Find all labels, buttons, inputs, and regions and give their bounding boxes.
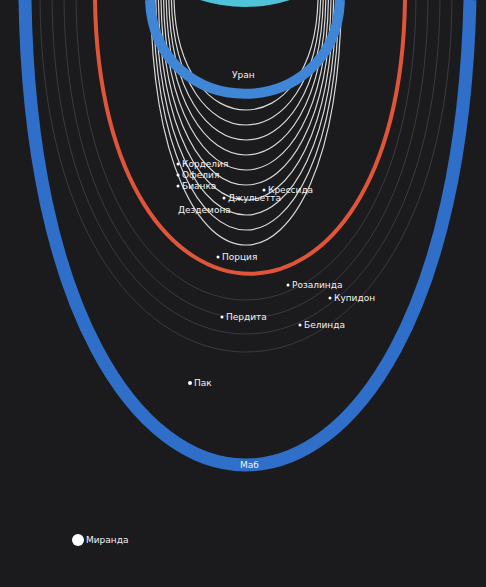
ring-arc (171, 0, 320, 125)
moon-dot (177, 174, 180, 177)
moon-dot (223, 197, 226, 200)
ring-arc (158, 0, 333, 200)
outer-blue-ring (25, 0, 470, 465)
moon-label: Пак (194, 378, 212, 389)
moon-label: Корделия (182, 159, 228, 170)
moon-dot (299, 324, 302, 327)
moon-label: Порция (222, 252, 257, 263)
moon-label: Офелия (182, 170, 219, 181)
orbit-arc (40, 0, 452, 352)
ring-arc (169, 0, 323, 140)
moon-dot (221, 316, 224, 319)
moon-dot (263, 189, 266, 192)
moon-dot (217, 256, 220, 259)
moon-dot (287, 284, 290, 287)
moon-dot (188, 381, 192, 385)
ring-arc (164, 0, 329, 170)
inner-rings (151, 0, 342, 245)
moon-dot (72, 534, 84, 546)
moon-label: Пердита (226, 312, 267, 323)
orbit-arc (52, 0, 440, 334)
ring-arc (151, 0, 342, 245)
moon-label: Миранда (86, 535, 128, 546)
moon-label: Розалинда (292, 280, 342, 291)
moon-label: Белинда (304, 320, 345, 331)
red-ring (95, 0, 405, 274)
moon-dot (177, 185, 180, 188)
moon-dots (72, 163, 332, 547)
moon-label: Маб (240, 460, 259, 471)
planet-edge (200, 0, 290, 7)
inner-blue-ring (150, 0, 340, 94)
ring-arc (156, 0, 336, 215)
moon-dot (329, 297, 332, 300)
orbit-arc (64, 0, 428, 318)
faint-orbits (40, 0, 452, 352)
moon-label: Купидон (334, 293, 375, 304)
ring-arc (153, 0, 339, 230)
planet-label: Уран (232, 70, 255, 81)
moon-dot (177, 163, 180, 166)
orbit-arc (76, 0, 416, 300)
moon-label: Джульетта (228, 193, 281, 204)
moon-label: Дездемона (178, 205, 231, 216)
moon-label: Бианка (182, 181, 216, 192)
